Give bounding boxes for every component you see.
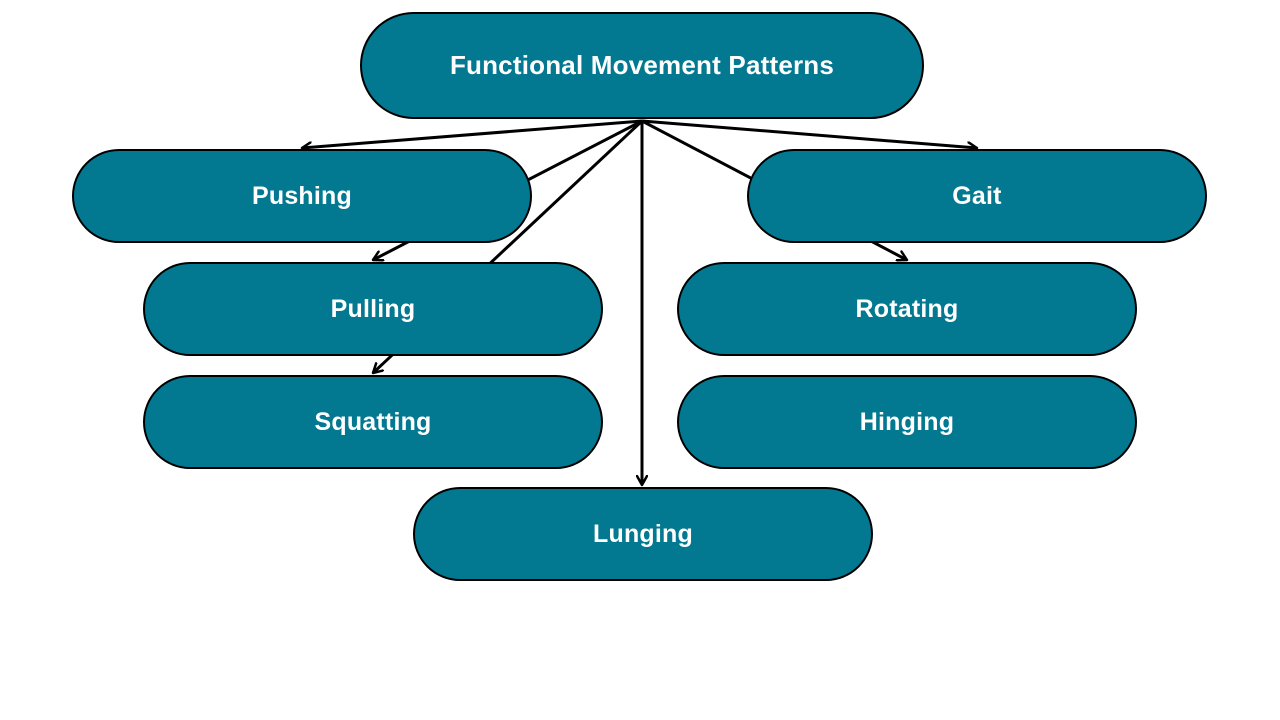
node-pulling: Pulling — [143, 262, 603, 356]
node-rotating: Rotating — [677, 262, 1137, 356]
node-gait-label: Gait — [952, 181, 1002, 210]
node-squatting-label: Squatting — [314, 407, 432, 436]
node-pulling-label: Pulling — [330, 294, 416, 323]
root-node-label: Functional Movement Patterns — [449, 50, 835, 80]
node-lunging: Lunging — [413, 487, 873, 581]
node-gait: Gait — [747, 149, 1207, 243]
node-pushing-label: Pushing — [251, 181, 352, 210]
node-squatting: Squatting — [143, 375, 603, 469]
node-hinging-label: Hinging — [859, 407, 955, 436]
root-node: Functional Movement Patterns — [360, 12, 924, 119]
node-rotating-label: Rotating — [855, 294, 959, 323]
node-lunging-label: Lunging — [593, 519, 693, 548]
edge-root-to-pushing — [302, 119, 643, 148]
node-pushing: Pushing — [72, 149, 532, 243]
node-hinging: Hinging — [677, 375, 1137, 469]
edge-root-to-gait — [641, 119, 977, 148]
